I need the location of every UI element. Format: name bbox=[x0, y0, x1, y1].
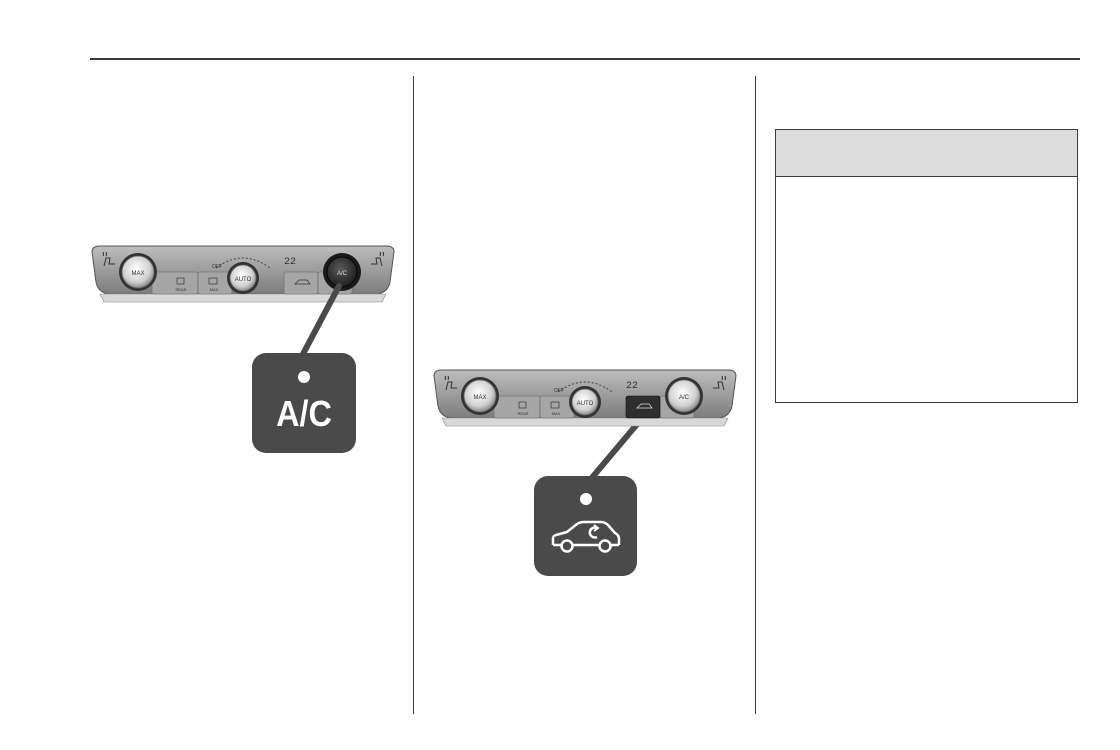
rear-label: REAR bbox=[175, 287, 186, 292]
recirculation-icon bbox=[636, 403, 653, 409]
climate-control-panel-2: MAX OFF AUTO 22 REAR MAX A/C bbox=[433, 369, 737, 427]
ac-knob[interactable]: A/C bbox=[323, 253, 361, 291]
off-label: OFF bbox=[212, 264, 222, 270]
right-knob-label: A/C bbox=[337, 271, 348, 277]
front-defrost-icon bbox=[550, 401, 560, 409]
header-rule bbox=[90, 58, 1080, 60]
left-knob-label: MAX bbox=[131, 271, 144, 277]
temperature-display: 22 bbox=[626, 381, 638, 392]
indicator-led bbox=[298, 371, 310, 383]
recirculation-button[interactable] bbox=[625, 395, 661, 419]
max-label: MAX bbox=[210, 287, 219, 292]
note-body bbox=[776, 177, 1077, 197]
climate-panel-figure-ac: MAX OFF AUTO 22 REAR MAX A/C bbox=[88, 242, 398, 317]
seat-heat-right-icon bbox=[371, 251, 384, 267]
climate-panel-figure-recirc: MAX OFF AUTO 22 REAR MAX A/C bbox=[430, 366, 740, 441]
seat-heat-left-icon bbox=[444, 375, 457, 391]
auto-knob[interactable]: OFF AUTO bbox=[212, 257, 271, 294]
seat-heat-left-icon bbox=[102, 251, 115, 267]
recirculation-callout bbox=[534, 476, 637, 576]
rear-label: REAR bbox=[517, 411, 528, 416]
off-label: OFF bbox=[554, 388, 564, 394]
center-knob-label: AUTO bbox=[235, 277, 252, 283]
fan-max-knob[interactable]: MAX bbox=[461, 377, 499, 415]
climate-control-panel: MAX OFF AUTO 22 REAR MAX A/C bbox=[91, 245, 395, 303]
recirculation-icon bbox=[294, 279, 311, 285]
column-divider-right bbox=[755, 76, 756, 714]
temperature-display: 22 bbox=[284, 257, 296, 268]
center-knob-label: AUTO bbox=[577, 401, 594, 407]
note-header bbox=[776, 130, 1077, 177]
indicator-led bbox=[579, 493, 592, 505]
right-knob-label: A/C bbox=[679, 395, 690, 401]
seat-heat-right-icon bbox=[713, 375, 726, 391]
rear-defrost-icon bbox=[176, 277, 185, 285]
ac-callout: A/C bbox=[252, 353, 356, 453]
fan-max-knob[interactable]: MAX bbox=[119, 253, 157, 291]
note-box bbox=[775, 129, 1078, 403]
ac-callout-label: A/C bbox=[276, 393, 332, 434]
ac-knob[interactable]: A/C bbox=[665, 377, 703, 415]
column-divider-left bbox=[413, 76, 414, 714]
left-knob-label: MAX bbox=[473, 395, 486, 401]
auto-knob[interactable]: OFF AUTO bbox=[554, 381, 613, 418]
rear-defrost-icon bbox=[518, 401, 527, 409]
front-defrost-icon bbox=[208, 277, 218, 285]
car-recirculation-icon bbox=[551, 520, 620, 553]
max-label: MAX bbox=[552, 411, 561, 416]
